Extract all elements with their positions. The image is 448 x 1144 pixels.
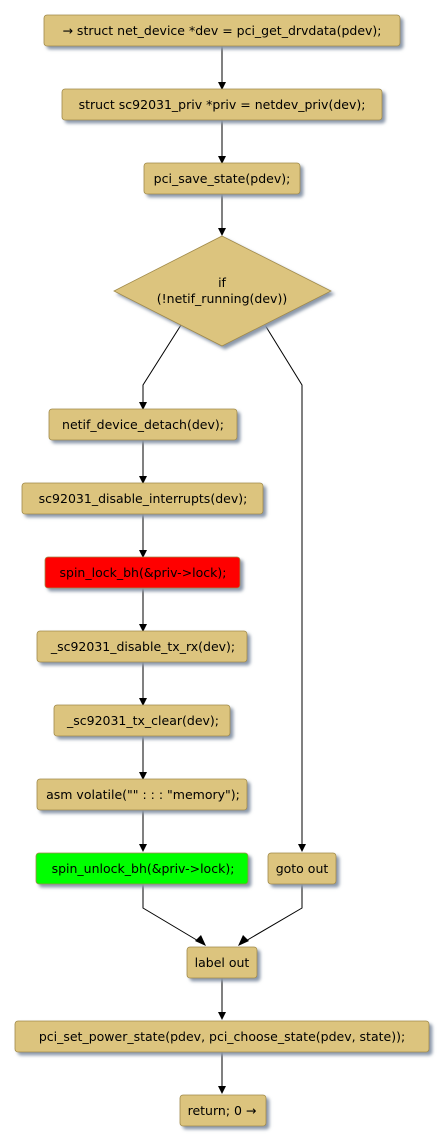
arrowhead <box>218 82 226 90</box>
node-box <box>48 408 238 441</box>
edges <box>139 46 306 1094</box>
node-if-netif-running: if (!netif_running(dev)) <box>113 235 332 347</box>
node-box <box>21 482 264 515</box>
node-label: label out <box>195 955 250 970</box>
node-box <box>35 852 249 885</box>
node-disable-interrupts: sc92031_disable_interrupts(dev); <box>21 482 264 515</box>
node-label-out: label out <box>186 946 258 979</box>
arrowhead <box>218 156 226 164</box>
node-return: return; 0 → <box>179 1094 267 1127</box>
node-entry: → struct net_device *dev = pci_get_drvda… <box>43 14 401 47</box>
node-label: sc92031_disable_interrupts(dev); <box>39 491 248 506</box>
node-box <box>53 704 231 737</box>
node-box <box>267 852 337 885</box>
arrowhead <box>218 1086 226 1094</box>
node-label: _sc92031_tx_clear(dev); <box>66 713 219 728</box>
edge-goto-label <box>243 884 303 943</box>
node-spin-lock: spin_lock_bh(&priv->lock); <box>44 556 241 589</box>
node-label: spin_unlock_bh(&priv->lock); <box>52 861 235 876</box>
arrowhead <box>139 624 147 632</box>
node-label: → struct net_device *dev = pci_get_drvda… <box>62 23 381 38</box>
edge-if-detach <box>142 324 182 404</box>
node-label: spin_lock_bh(&priv->lock); <box>60 565 227 580</box>
arrowhead <box>139 550 147 558</box>
arrowhead <box>218 228 226 236</box>
node-label: asm volatile("" : : : "memory"); <box>46 787 240 802</box>
decision-label-line2: (!netif_running(dev)) <box>157 291 287 306</box>
edge-if-goto <box>264 324 303 846</box>
node-box <box>36 778 248 811</box>
nodes: → struct net_device *dev = pci_get_drvda… <box>14 14 430 1127</box>
node-save-state: pci_save_state(pdev); <box>143 162 301 195</box>
arrowhead <box>139 476 147 484</box>
node-tx-clear: _sc92031_tx_clear(dev); <box>53 704 231 737</box>
arrowhead <box>139 772 147 780</box>
node-spin-unlock: spin_unlock_bh(&priv->lock); <box>35 852 249 885</box>
edge-unlock-label <box>142 884 201 943</box>
node-detach: netif_device_detach(dev); <box>48 408 238 441</box>
node-label: pci_save_state(pdev); <box>154 171 291 186</box>
node-disable-tx-rx: _sc92031_disable_tx_rx(dev); <box>36 630 248 663</box>
node-label: pci_set_power_state(pdev, pci_choose_sta… <box>39 1029 405 1044</box>
node-goto-out: goto out <box>267 852 337 885</box>
node-box <box>44 556 241 589</box>
node-label: struct sc92031_priv *priv = netdev_priv(… <box>79 97 366 112</box>
node-label: _sc92031_disable_tx_rx(dev); <box>50 639 235 654</box>
node-set-power-state: pci_set_power_state(pdev, pci_choose_sta… <box>14 1020 430 1053</box>
decision-label-line1: if <box>218 275 226 290</box>
arrowhead <box>238 935 249 946</box>
arrowhead <box>195 935 206 946</box>
node-box <box>36 630 248 663</box>
node-box <box>43 14 401 47</box>
arrowhead <box>139 698 147 706</box>
decision-diamond <box>113 235 332 347</box>
node-label: goto out <box>276 861 329 876</box>
node-box <box>186 946 258 979</box>
arrowhead <box>139 402 147 410</box>
node-box <box>143 162 301 195</box>
arrowhead <box>139 844 147 852</box>
arrowhead <box>218 1012 226 1020</box>
arrowhead <box>298 844 306 852</box>
node-label: netif_device_detach(dev); <box>62 417 224 432</box>
node-box <box>14 1020 430 1053</box>
node-priv: struct sc92031_priv *priv = netdev_priv(… <box>61 88 383 121</box>
node-box <box>61 88 383 121</box>
node-label: return; 0 → <box>188 1103 257 1118</box>
node-asm-volatile: asm volatile("" : : : "memory"); <box>36 778 248 811</box>
node-box <box>179 1094 267 1127</box>
